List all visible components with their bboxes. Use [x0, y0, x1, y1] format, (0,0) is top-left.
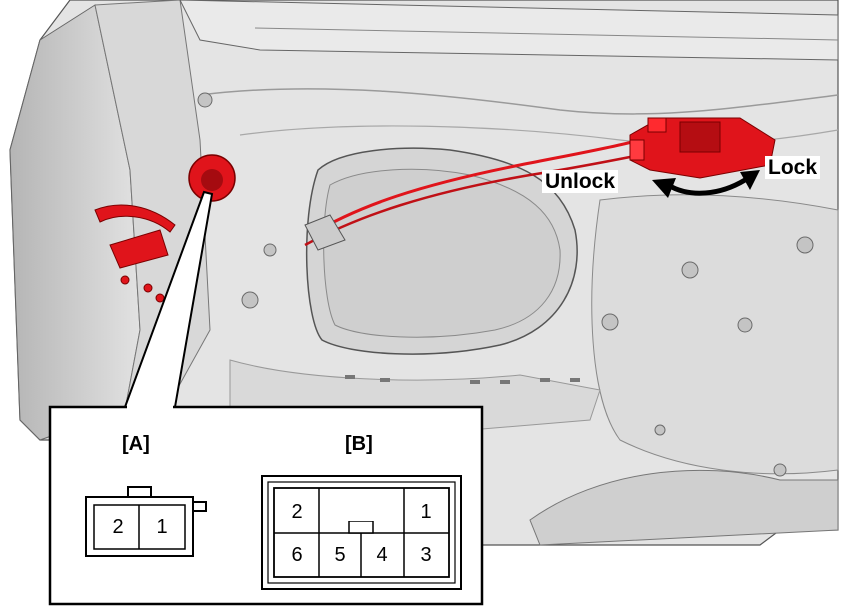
connector-b-pin: 1: [420, 501, 432, 523]
connector-a-pin: 1: [156, 516, 168, 538]
connector-b-pin: 3: [420, 544, 432, 566]
panel-ridge-upper: [199, 88, 839, 115]
small-slots: [345, 375, 580, 384]
door-lock-actuator: [629, 117, 776, 179]
rail-line: [254, 27, 839, 41]
lock-label: Lock: [765, 156, 821, 179]
connector-b-pin: 6: [291, 544, 303, 566]
mount-holes: [197, 92, 814, 477]
connector-b-drawing: [261, 475, 462, 590]
unlock-label: Unlock: [542, 170, 619, 193]
grommet-connector: [188, 154, 236, 202]
lock-cable-2: [304, 153, 641, 247]
lock-cable: [309, 138, 641, 237]
lock-unlock-arrow: [665, 177, 748, 196]
cable-clip: [304, 214, 346, 251]
lower-right-panel: [591, 194, 839, 475]
window-frame-rail: [179, 0, 839, 61]
connector-b-title: [B]: [345, 433, 373, 455]
connector-a-title: [A]: [122, 433, 150, 455]
bottom-well: [529, 469, 839, 546]
connector-a-drawing: [85, 486, 207, 557]
lock-arrowhead: [740, 170, 760, 190]
connector-b-pin: 2: [291, 501, 303, 523]
connector-b-pin: 4: [376, 544, 388, 566]
connector-a-pin: 2: [112, 516, 124, 538]
unlock-arrowhead: [652, 178, 676, 198]
hinge-side-parts: [94, 204, 176, 303]
connector-b-pin: 5: [334, 544, 346, 566]
